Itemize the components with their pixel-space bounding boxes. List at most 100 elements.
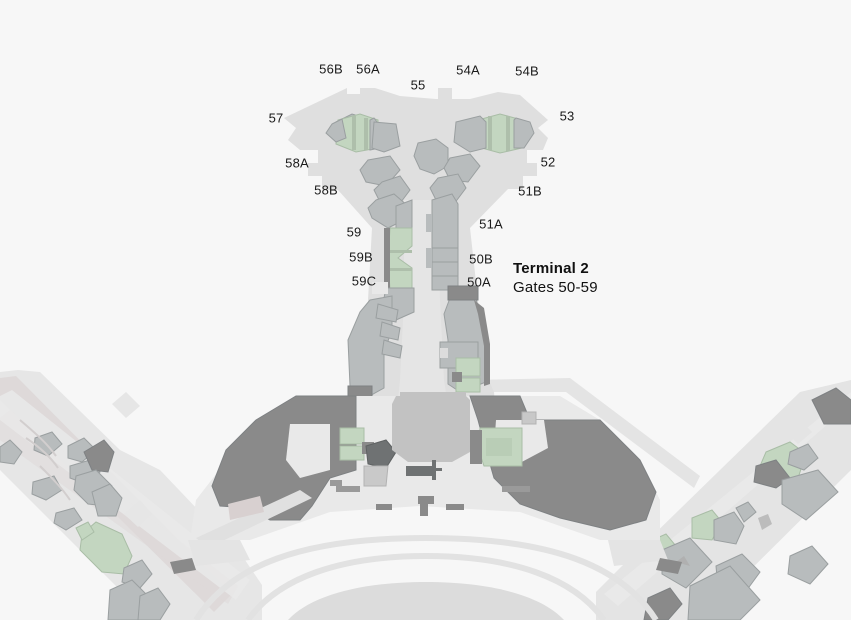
gate-building-55-center [413,138,449,175]
gate-label-59B[interactable]: 59B [349,249,373,265]
gate-green-56-div2 [364,118,368,150]
core-dark-wedge [365,439,397,469]
curb-left [196,490,312,548]
left-pier-path-3 [25,437,59,469]
gate-building-51a [431,193,459,249]
core-dark-right-stub [470,430,482,464]
core-fixture-dash-left [376,504,392,510]
right-pier-building-small-1 [735,501,757,523]
gate-building-59-left-edge [384,228,390,292]
left-pier-building-4 [53,507,83,531]
road-curve-outer [193,534,659,620]
left-pier-building-11 [137,587,171,620]
lower-building-right-dark-edge [474,300,490,386]
left-pier-building-8 [91,483,123,517]
core-center-block-top [400,392,466,400]
left-pier-path-2 [39,465,71,501]
left-pier-path-1 [19,419,57,457]
curb-left-line-2 [336,486,360,492]
lower-building-left-seg2 [379,321,401,341]
gate-green-56-div1 [352,116,356,150]
gate-label-56A[interactable]: 56A [356,61,380,77]
left-pier[interactable] [0,370,262,620]
gate-label-51B[interactable]: 51B [518,183,542,199]
gate-green-54-div1 [488,116,492,150]
gate-label-57[interactable]: 57 [268,110,284,126]
right-pier-building-dark-top [811,387,851,425]
gate-green-54-div2 [506,116,510,151]
core-green-left-2 [339,445,365,461]
bottom-connector-right [608,540,668,566]
gate-building-54a [453,115,487,153]
right-pier-notch [786,420,812,444]
road-curve-inner [245,552,607,620]
core-dark-left-notch [286,424,330,478]
terminal-caption: Terminal 2 Gates 50-59 [513,259,598,297]
gate-label-56B[interactable]: 56B [319,61,343,77]
curb-right-line [502,486,530,492]
core-fixture-dash-right [446,504,464,510]
gate-label-52[interactable]: 52 [540,154,556,170]
bottom-fixture-left [170,558,196,574]
right-pier-connector [470,378,700,488]
gate-label-50A[interactable]: 50A [467,274,491,290]
gate-label-51A[interactable]: 51A [479,216,503,232]
right-pier-building-6 [687,565,761,620]
terminal-gates-range: Gates 50-59 [513,279,598,296]
curb-wedge-left [228,496,264,520]
gate-building-50b-1 [431,247,459,263]
left-pier-notch-b [124,500,152,527]
left-pier-green-small [75,521,95,541]
gate-green-59-div2 [388,268,412,271]
gate-building-56b [325,118,347,143]
road-fill-center [288,582,564,620]
gate-building-50b-2 [431,261,459,277]
left-pier-notch-a [112,392,140,418]
curb-wedge-right-2 [620,502,648,518]
right-pier-building-1 [787,443,819,471]
gate-label-58B[interactable]: 58B [314,182,338,198]
core-light-box-left [363,465,389,487]
terminal-title: Terminal 2 [513,260,589,277]
core-fixture-h2 [428,468,442,471]
gate-label-53[interactable]: 53 [559,108,575,124]
lower-building-left-seg1 [375,303,399,323]
gate-label-58A[interactable]: 58A [285,155,309,171]
bottom-connector-left [188,540,250,566]
lower-green-right-divider [452,372,462,382]
right-pier-building-2 [781,469,839,521]
terminal-2-main[interactable] [170,88,682,620]
gate-building-55-left [371,121,401,153]
core-green-right-inner [486,438,512,456]
gate-building-53 [513,117,535,149]
lower-building-right-seg-notch [440,348,448,358]
lower-building-left-seg3 [381,339,403,359]
core-fixture-bar [406,466,432,476]
right-pier-building-3 [713,511,745,545]
gate-building-51a-nub [426,214,432,232]
left-pier-building-1 [0,439,23,465]
gate-label-59[interactable]: 59 [346,224,362,240]
right-pier-marker-tri [676,556,690,566]
gate-building-51a-nub2 [426,248,432,268]
gate-label-55[interactable]: 55 [410,77,426,93]
left-pier-concourse [0,390,250,600]
left-pier-green-zone [79,521,133,575]
gate-label-54A[interactable]: 54A [456,62,480,78]
core-light-square-right [521,411,537,425]
bottom-fixture-right [656,558,682,574]
lower-green-right-1 [455,357,481,377]
right-pier-building-small-2 [758,514,772,530]
right-pier-building-7 [787,545,829,585]
gate-label-59C[interactable]: 59C [351,273,377,289]
core-center-block [392,396,470,462]
curb-left-line [330,480,342,486]
core-green-left [339,427,365,445]
left-pier-building-dark [83,439,115,473]
gate-label-54B[interactable]: 54B [515,63,539,79]
gate-label-50B[interactable]: 50B [469,251,493,267]
lower-building-right-top-dark [447,285,479,301]
curb-wedge-right [590,498,624,516]
